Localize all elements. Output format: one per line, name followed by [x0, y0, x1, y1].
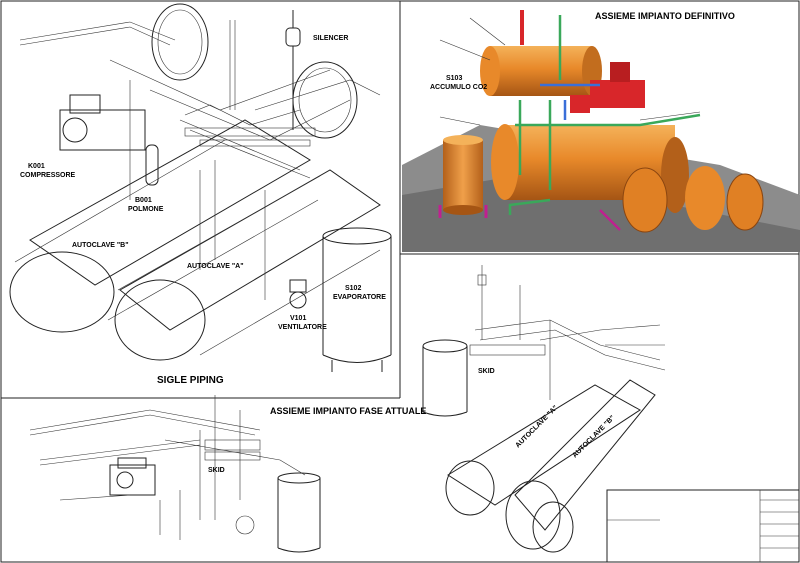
label-b001-name: POLMONE: [128, 206, 164, 213]
piping-iso: [469, 265, 666, 400]
autoclave-a-vessel: [114, 169, 381, 361]
label-v101-code: V101: [290, 315, 306, 322]
label-v101-name: VENTILATORE: [278, 324, 327, 331]
label-autoclave-b-iso: AUTOCLAVE "B": [571, 414, 616, 459]
title-block: [606, 489, 800, 563]
autoclave-a-3d: [491, 124, 689, 233]
evaporator-current: [277, 472, 321, 553]
panel-title-current-phase: ASSIEME IMPIANTO FASE ATTUALE: [270, 406, 426, 416]
autoclave-b-iso: [505, 379, 656, 553]
autoclave-b-3d: [685, 166, 764, 231]
autoclave-b-vessel: [9, 119, 319, 333]
evaporator-s102: [322, 227, 392, 372]
autoclave-b-rear-door: [151, 3, 209, 81]
label-silencer: SILENCER: [313, 35, 348, 42]
silencer: [285, 10, 301, 130]
label-skid-iso: SKID: [478, 368, 495, 375]
label-skid-current: SKID: [208, 467, 225, 474]
panel-title-definitive: ASSIEME IMPIANTO DEFINITIVO: [595, 11, 735, 21]
label-s102-code: S102: [345, 285, 361, 292]
label-s102-name: EVAPORATORE: [333, 294, 386, 301]
callout-leaders: [439, 17, 701, 126]
panel-title-single-piping: SIGLE PIPING: [157, 375, 224, 386]
label-k001-name: COMPRESSORE: [20, 172, 76, 179]
compressor-k001: [59, 94, 146, 151]
vertical-tank: [438, 135, 488, 218]
autoclave-a-iso: [445, 384, 641, 516]
panel-single-piping: SILENCER K001 COMPRESSORE B001 POLMONE A…: [9, 3, 392, 386]
vertical-tank-iso: [422, 339, 468, 417]
label-s103-name: ACCUMULO CO2: [430, 84, 487, 91]
panel-definitive: ASSIEME IMPIANTO DEFINITIVO S103 ACCUMUL…: [402, 10, 800, 252]
buffer-b001: [145, 144, 159, 186]
label-s103-code: S103: [446, 75, 462, 82]
piping-current: [29, 395, 306, 540]
panel-iso-view: SKID AUTOCLAVE "A" AUTOCLAVE "B": [422, 265, 666, 553]
colored-pipes: [508, 15, 701, 231]
label-autoclave-a: AUTOCLAVE "A": [187, 263, 244, 270]
autoclave-a-rear-door: [292, 61, 358, 139]
compressor-skid-current: [109, 457, 156, 496]
piping-network: [19, 20, 381, 300]
fan-v101: [289, 279, 307, 309]
label-autoclave-b: AUTOCLAVE "B": [72, 242, 129, 249]
panel-current-phase: ASSIEME IMPIANTO FASE ATTUALE SKID: [29, 395, 426, 553]
co2-accumulator-s103: [480, 46, 602, 96]
label-b001-code: B001: [135, 197, 152, 204]
label-k001-code: K001: [28, 163, 45, 170]
label-autoclave-a-iso: AUTOCLAVE "A": [514, 404, 559, 449]
